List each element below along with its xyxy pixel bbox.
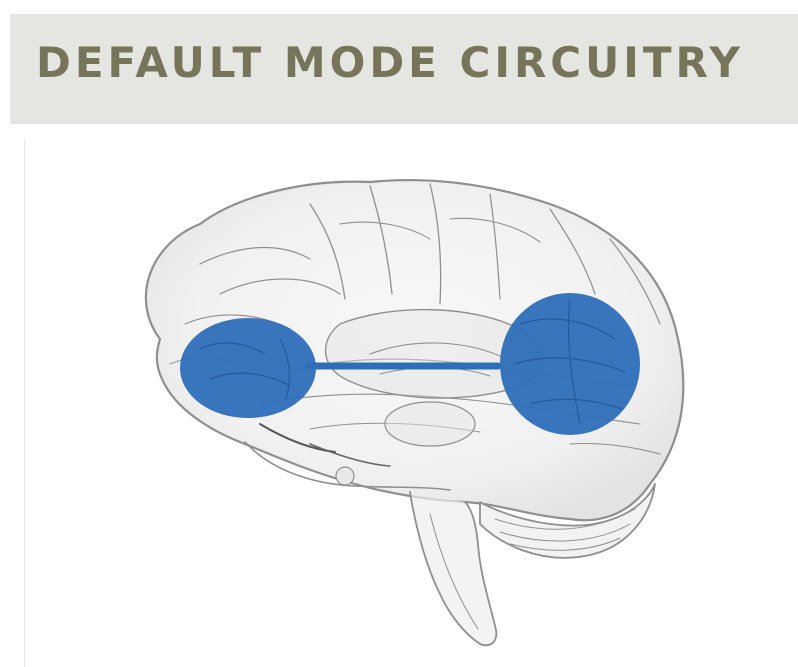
- posterior-region-icon: [500, 293, 640, 435]
- figure-frame: DEFAULT MODE CIRCUITRY: [10, 14, 798, 667]
- brain-illustration: [10, 124, 798, 667]
- frontal-region-icon: [180, 318, 316, 418]
- title-bar: DEFAULT MODE CIRCUITRY: [10, 14, 798, 124]
- figure-title: DEFAULT MODE CIRCUITRY: [36, 42, 744, 84]
